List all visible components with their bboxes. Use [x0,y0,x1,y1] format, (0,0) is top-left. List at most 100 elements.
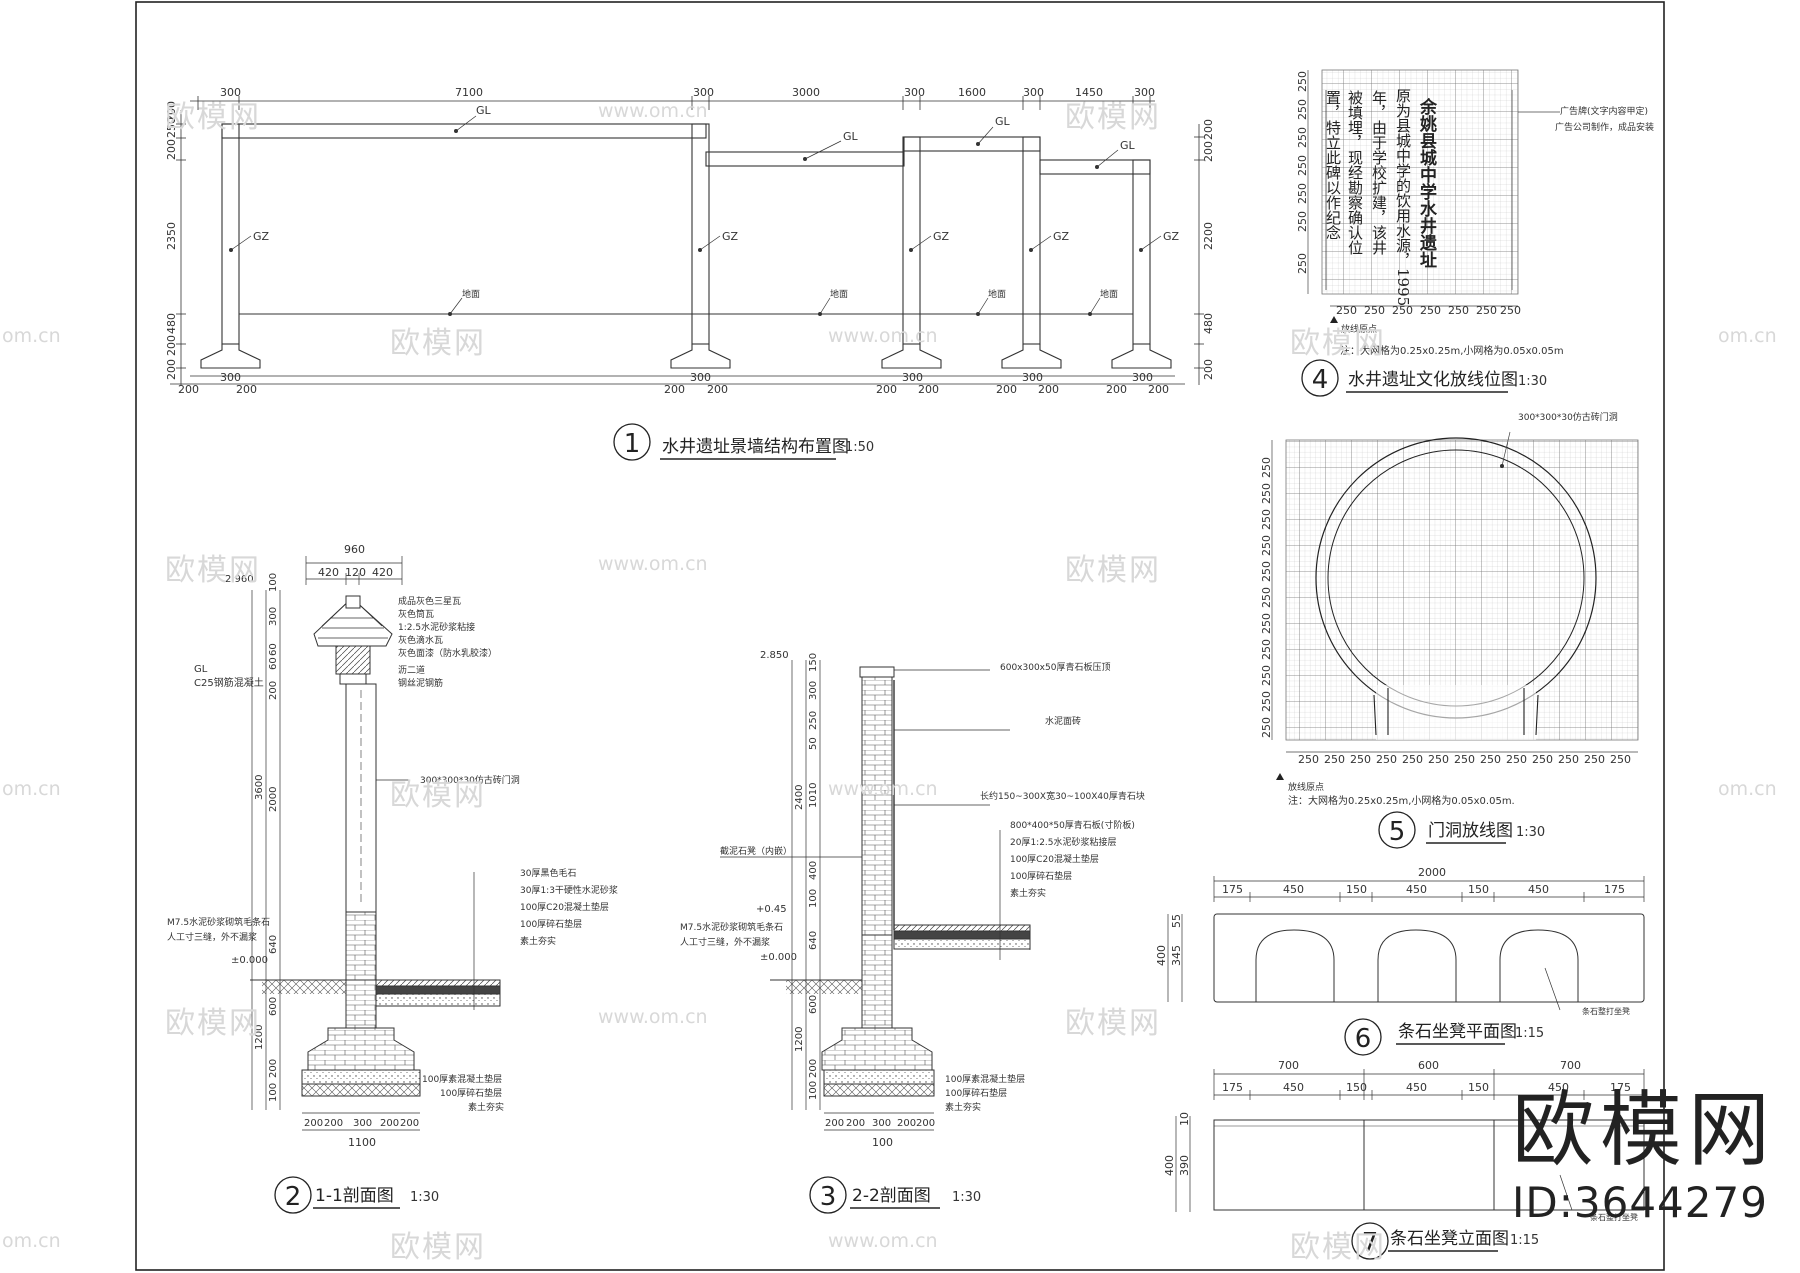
left-dim: 2350 [165,222,178,250]
column-label: GZ [933,230,950,243]
dim-300: 300 [1023,86,1044,99]
title-4: 4 水井遗址文化放线位图 1:30 [1301,359,1547,397]
s2-wall-note: 水泥面砖 [1045,715,1081,727]
footing-dim: 200 [1148,383,1169,396]
p4-bottom-dim: 250 [1336,304,1357,317]
s1-bottom-dim: 200 [324,1118,343,1129]
title-6-scale: 1:15 [1515,1026,1544,1041]
s2-left-dim: 640 [808,931,819,950]
ground-label: 地面 [988,288,1006,300]
stone-coping [859,666,895,678]
p7-part: 175 [1610,1081,1631,1094]
panel-2-labels: 960 420 120 420 2.960 GL C25钢筋混凝土 成品灰色三星… [167,543,618,1149]
s2-pave-note: 100厚碎石垫层 [1010,870,1072,882]
title-3-scale: 1:30 [952,1190,981,1205]
left-dim: 200 [165,335,178,356]
p4-note-right: 广告牌(文字内容甲定) [1560,105,1648,117]
p5-side-dim: 250 [1260,587,1273,608]
s1-width-part: 120 [345,566,366,579]
text-column: 被填埋，现经勘察确认位 [1346,90,1364,255]
title-6: 6 条石坐凳平面图 1:15 [1344,1018,1544,1056]
s2-left-dim: 300 [808,681,819,700]
p7-part: 150 [1346,1081,1367,1094]
p6-total: 2000 [1418,866,1446,879]
p5-bottom-dim: 250 [1298,753,1319,766]
s2-elev-mid: +0.45 [756,904,787,915]
column-3 [902,136,921,345]
p4-side-dim: 250 [1296,71,1309,92]
p5-side-dim: 250 [1260,665,1273,686]
p6-part: 450 [1528,883,1549,896]
p6-part: 150 [1346,883,1367,896]
s1-bottom-dim: 200 [380,1118,399,1129]
dim-1450: 1450 [1075,86,1103,99]
title-1: 1 水井遗址景墙结构布置图 1:50 [613,423,874,461]
p6-part: 450 [1406,883,1427,896]
column-1 [221,123,240,345]
s1-pave-note: 30厚黑色毛石 [520,867,576,879]
s1-roof-note: 沥二道 [398,664,425,676]
brand-name: 欧模网 [1512,1083,1777,1178]
footing-dim: 200 [664,383,685,396]
p5-side-dim: 250 [1260,561,1273,582]
s1-width-part: 420 [372,566,393,579]
p7-part: 150 [1468,1081,1489,1094]
bench-leg-arch [1499,929,1579,1002]
p5-side-dim: 250 [1260,717,1273,738]
right-dim: 480 [1202,313,1215,334]
beam-label: GL [1120,139,1136,152]
dim-300: 300 [904,86,925,99]
p4-legend: 放线原点 [1341,323,1377,335]
footing-1 [200,344,261,369]
stone-base [345,911,377,1029]
s1-left-dim: 1200 [254,1025,265,1050]
panel-4-text-grid [1307,69,1560,323]
base-dim: 300 [1132,371,1153,384]
s1-pave-note: 30厚1:3干硬性水泥砂浆 [520,884,618,896]
p7-part: 450 [1548,1081,1569,1094]
panel-3-section-2-2 [720,660,1031,1131]
p5-bottom-dim: 250 [1428,753,1449,766]
s2-left-dim: 1200 [794,1027,805,1052]
footing-dim: 200 [178,383,199,396]
s1-left-dim: 300 [268,607,279,626]
s2-left-dim: 2400 [794,785,805,810]
title-3-number: 3 [820,1182,837,1212]
p4-note-right: 广告公司制作，成品安装 [1555,121,1654,133]
panel-5-door-grid [1271,431,1639,780]
title-6-text: 条石坐凳平面图 [1398,1022,1517,1042]
p6-note: 条石整打坐凳 [1582,1006,1630,1016]
p7-left-dim: 390 [1178,1155,1191,1176]
grid-4 [1321,69,1519,295]
title-4-number: 4 [1312,365,1329,395]
title-2-text: 1-1剖面图 [315,1186,394,1206]
s2-left-dim: 400 [808,861,819,880]
column-label: GZ [722,230,739,243]
p5-side-dim: 250 [1260,457,1273,478]
p7-part: 450 [1406,1081,1427,1094]
ground-label: 地面 [830,288,848,300]
s1-width-part: 420 [318,566,339,579]
p7-part: 450 [1283,1081,1304,1094]
s1-concrete-label: C25钢筋混凝土 [194,676,264,689]
title-1-scale: 1:50 [845,440,874,455]
panel-3-labels: 2.850 600x300x50厚青石板压顶 水泥面砖 长约150~300X宽3… [680,650,1145,1149]
p5-bottom-dim: 250 [1506,753,1527,766]
s2-bottom-dim: 200 [916,1118,935,1129]
s2-pave-note: 20厚1:2.5水泥砂浆粘接层 [1010,836,1117,848]
s1-left-dim: 60 [268,657,279,670]
brand-watermark: 欧模网 ID:3644279 [1512,1085,1776,1229]
panel-6-bench-plan [1167,876,1645,1011]
s2-bottom-dim: 300 [872,1118,891,1129]
dim-300: 300 [693,86,714,99]
text-column: 年，由于学校扩建，该井 [1370,90,1388,256]
footing-5 [1111,344,1172,369]
p5-bottom-dim: 250 [1558,753,1579,766]
p4-bottom-dim: 250 [1476,304,1497,317]
s1-roof-note: 灰色面漆（防水乳胶漆） [398,647,497,659]
s2-mortar-note: M7.5水泥砂浆砌筑毛条石 [680,921,783,933]
panel-2-section-1-1 [250,556,501,1131]
right-dim: 200 [1202,141,1215,162]
s2-bottom-dim: 200 [897,1118,916,1129]
